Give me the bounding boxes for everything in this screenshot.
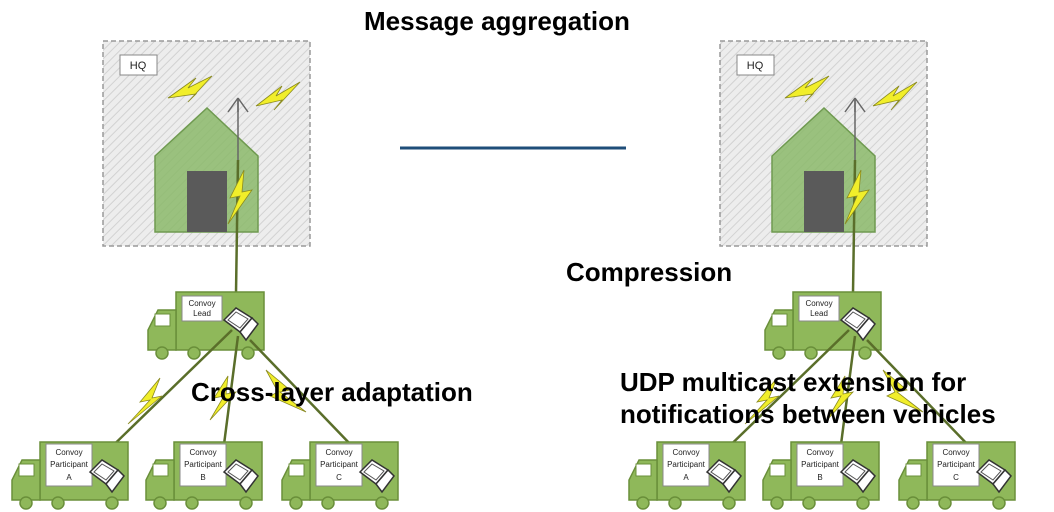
participant-a-line1: Convoy [672,448,699,457]
lightning-icon [784,75,830,103]
participant-truck-a-right: Convoy Participant A [628,441,746,510]
participant-c-line3: C [336,473,342,482]
participant-b-line2: Participant [184,460,223,469]
participant-b-line1: Convoy [806,448,833,457]
link-lead-c-right [866,339,970,447]
label-compression: Compression [566,257,733,287]
lightning-icon [744,377,780,425]
participant-truck-a-left: Convoy Participant A [11,441,129,510]
lightning-icon [872,81,918,111]
lightning-icon [844,169,870,225]
antenna-icon [227,97,249,160]
lightning-icon [265,369,307,413]
link-lead-c-left [249,339,353,447]
house-door [804,171,844,232]
lightning-icon [167,75,213,103]
lightning-icon [127,377,163,425]
participant-b-line3: B [200,473,205,482]
participant-truck-b-right: Convoy Participant B [762,441,880,510]
lightning-icon [227,169,253,225]
participant-c-line1: Convoy [942,448,969,457]
label-udp-line1: UDP multicast extension for [620,367,967,397]
label-message-aggregation: Message aggregation [364,6,630,36]
lead-label-line1: Convoy [805,299,832,308]
lead-truck-left: Convoy Lead [147,291,265,360]
antenna-icon [844,97,866,160]
participant-c-line3: C [953,473,959,482]
right-scene: HQ Convoy Lead [628,40,1016,510]
participant-truck-c-left: Convoy Participant C [281,441,399,510]
participant-a-line3: A [66,473,72,482]
participant-c-line1: Convoy [325,448,352,457]
participant-a-line3: A [683,473,689,482]
participant-a-line2: Participant [667,460,706,469]
lightning-icon [209,375,238,421]
lead-truck-right: Convoy Lead [764,291,882,360]
label-cross-layer-adaptation: Cross-layer adaptation [191,377,473,407]
participant-b-line1: Convoy [189,448,216,457]
laptop-icon [705,459,742,494]
hq-label: HQ [130,60,147,72]
participant-a-line1: Convoy [55,448,82,457]
participant-truck-b-left: Convoy Participant B [145,441,263,510]
participant-truck-c-right: Convoy Participant C [898,441,1016,510]
participant-a-line2: Participant [50,460,89,469]
participant-b-line3: B [817,473,822,482]
participant-c-line2: Participant [937,460,976,469]
hq-label: HQ [747,60,764,72]
laptop-icon [839,459,876,494]
lightning-icon [255,81,301,111]
laptop-icon [358,459,395,494]
hq-building-right: HQ [719,40,928,247]
label-udp-line2: notifications between vehicles [620,399,996,429]
lightning-icon [826,375,855,421]
left-scene: HQ Convoy [11,40,399,510]
house-door [187,171,227,232]
lead-label-line1: Convoy [188,299,215,308]
link-lead-a-right [712,329,850,463]
link-lead-a-left [95,329,233,463]
laptop-icon [975,459,1012,494]
lead-label-line2: Lead [193,309,211,318]
lead-label-line2: Lead [810,309,828,318]
lightning-icon [882,369,924,413]
hq-building-left: HQ [102,40,311,247]
laptop-icon [222,459,259,494]
participant-b-line2: Participant [801,460,840,469]
laptop-icon [222,307,259,342]
laptop-icon [88,459,125,494]
participant-c-line2: Participant [320,460,359,469]
laptop-icon [839,307,876,342]
